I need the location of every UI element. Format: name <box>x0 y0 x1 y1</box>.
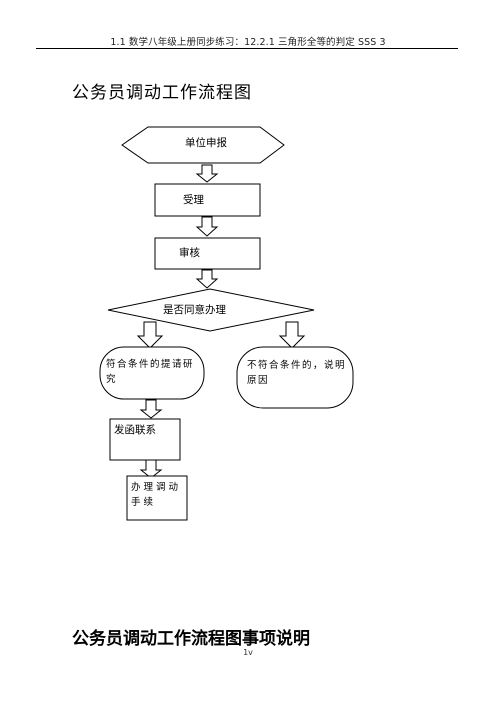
procedure-box <box>126 475 188 521</box>
header-rule <box>36 48 458 49</box>
page-title: 公务员调动工作流程图 <box>72 83 252 103</box>
page-header: 1.1 数学八年级上册同步练习：12.2.1 三角形全等的判定 SSS 3 <box>110 37 386 48</box>
section-title: 公务员调动工作流程图事项说明 <box>72 629 310 649</box>
unqualified-box <box>236 346 354 409</box>
apply-label: 单位申报 <box>185 137 227 149</box>
unqualified-label: 不符合条件的，说明原因 <box>247 360 347 386</box>
apply-hexagon <box>121 126 285 164</box>
arrow-1 <box>195 164 219 183</box>
arrow-3 <box>195 269 219 289</box>
letter-box <box>109 418 181 461</box>
review-box <box>154 237 261 270</box>
decision-diamond <box>107 288 315 332</box>
page-number: 1v <box>243 648 253 657</box>
arrow-5 <box>139 459 163 479</box>
arrow-right-branch <box>278 321 306 349</box>
arrow-4 <box>139 399 163 419</box>
decision-label: 是否同意办理 <box>163 304 226 316</box>
letter-label: 发函联系 <box>114 424 156 436</box>
review-label: 审核 <box>179 247 200 259</box>
accept-label: 受理 <box>183 194 204 206</box>
arrow-left-branch <box>136 321 164 349</box>
qualified-label: 符合条件的提请研究 <box>106 359 195 385</box>
accept-box <box>154 183 261 217</box>
procedure-label: 办理调动手续 <box>131 482 182 508</box>
qualified-box <box>99 346 205 400</box>
arrow-2 <box>195 216 219 237</box>
